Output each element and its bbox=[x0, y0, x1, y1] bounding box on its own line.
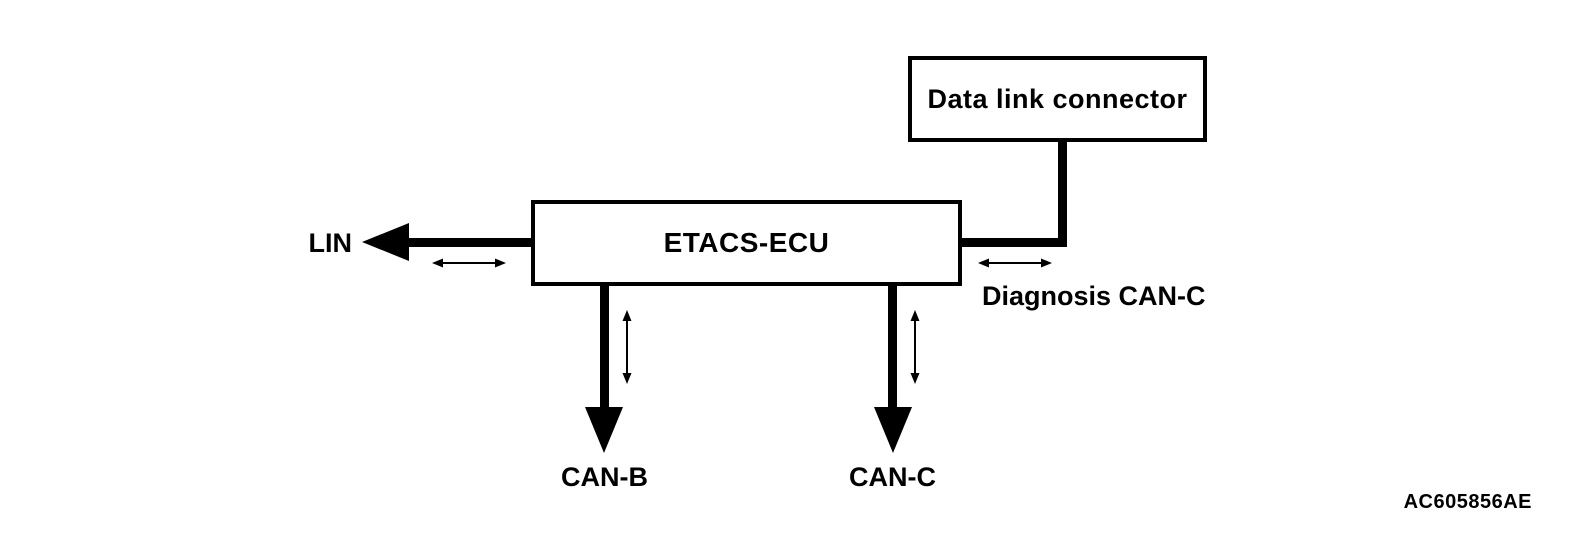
data-link-connector-label: Data link connector bbox=[927, 83, 1188, 114]
diagnosis-can-c-bidirectional-arrow-icon bbox=[978, 257, 1052, 269]
can-b-bus-line bbox=[600, 282, 609, 412]
can-c-arrowhead-down-icon bbox=[874, 407, 912, 453]
data-link-connector-box: Data link connector bbox=[908, 56, 1207, 142]
diagnosis-can-c-label: Diagnosis CAN-C bbox=[982, 281, 1206, 311]
diagnosis-can-c-horizontal-line bbox=[958, 238, 1067, 247]
can-c-bus-line bbox=[888, 282, 897, 412]
lin-bus-line bbox=[400, 238, 535, 247]
figure-code: AC605856AE bbox=[1403, 491, 1532, 513]
can-c-bidirectional-arrow-icon bbox=[909, 310, 921, 384]
can-b-arrowhead-down-icon bbox=[585, 407, 623, 453]
lin-bidirectional-arrow-icon bbox=[432, 257, 506, 269]
lin-label: LIN bbox=[308, 228, 353, 258]
lin-arrowhead-left-icon bbox=[362, 223, 409, 261]
etacs-ecu-box: ETACS-ECU bbox=[531, 200, 962, 286]
can-b-label: CAN-B bbox=[561, 462, 648, 492]
can-c-label: CAN-C bbox=[849, 462, 936, 492]
can-b-bidirectional-arrow-icon bbox=[621, 310, 633, 384]
etacs-ecu-label: ETACS-ECU bbox=[663, 227, 830, 258]
dlc-to-etacs-vertical-line bbox=[1058, 142, 1067, 247]
